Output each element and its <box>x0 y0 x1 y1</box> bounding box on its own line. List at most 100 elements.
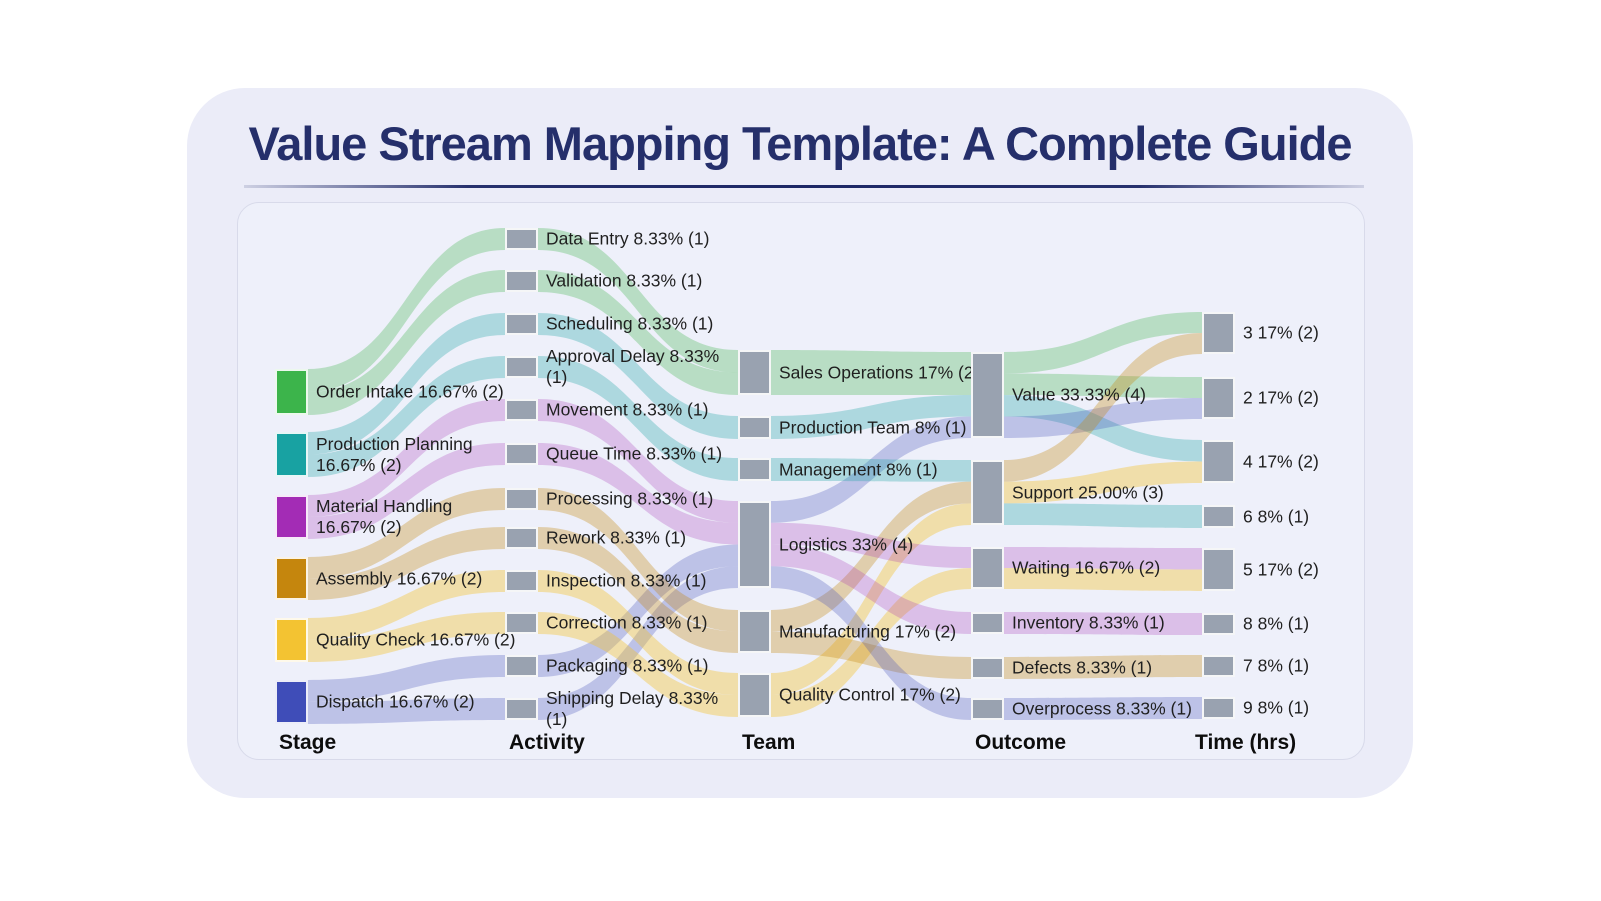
sankey-node-scheduling[interactable] <box>505 313 538 335</box>
sankey-node-label-t4: 4 17% (2) <box>1243 451 1319 471</box>
sankey-node-production-team[interactable] <box>738 416 771 439</box>
sankey-node-management[interactable] <box>738 458 771 481</box>
sankey-node-processing[interactable] <box>505 488 538 510</box>
sankey-link-validation-to-sales-operations <box>538 270 738 395</box>
sankey-node-quality-check[interactable] <box>275 618 308 662</box>
sankey-node-label-packaging: Packaging 8.33% (1) <box>546 655 709 676</box>
sankey-node-label-dispatch: Dispatch 16.67% (2) <box>316 691 475 712</box>
sankey-link-logistics-to-inventory <box>771 544 971 634</box>
sankey-node-t8[interactable] <box>1202 613 1235 635</box>
sankey-link-material-handling-to-queue-time <box>308 443 505 539</box>
sankey-node-t3[interactable] <box>1202 312 1235 354</box>
sankey-link-order-intake-to-data-entry <box>308 228 505 392</box>
sankey-node-label-inspection: Inspection 8.33% (1) <box>546 570 707 591</box>
sankey-node-data-entry[interactable] <box>505 228 538 250</box>
sankey-link-waiting-to-t5 <box>1004 547 1202 570</box>
sankey-node-label-quality-check: Quality Check 16.67% (2) <box>316 629 516 650</box>
sankey-link-logistics-to-waiting <box>771 522 971 568</box>
sankey-link-rework-to-manufacturing <box>538 527 738 653</box>
sankey-node-dispatch[interactable] <box>275 680 308 724</box>
sankey-link-data-entry-to-sales-operations <box>538 228 738 373</box>
page-title: Value Stream Mapping Template: A Complet… <box>248 117 1353 170</box>
sankey-node-label-waiting: Waiting 16.67% (2) <box>1012 557 1161 578</box>
column-header-stage: Stage <box>279 731 337 754</box>
sankey-node-material-handling[interactable] <box>275 495 308 539</box>
sankey-link-logistics-to-value <box>771 416 971 523</box>
sankey-link-inventory-to-t8 <box>1004 612 1202 635</box>
column-header-activity: Activity <box>509 731 585 754</box>
sankey-node-label-scheduling: Scheduling 8.33% (1) <box>546 313 714 334</box>
sankey-node-t5[interactable] <box>1202 548 1235 591</box>
sankey-link-quality-control-to-waiting <box>771 568 971 717</box>
sankey-link-correction-to-quality-control <box>538 612 738 717</box>
sankey-link-approval-delay-to-management <box>538 356 738 481</box>
sankey-link-support-to-t6 <box>1004 503 1202 528</box>
sankey-link-queue-time-to-logistics <box>538 443 738 545</box>
sankey-node-label-order-intake: Order Intake 16.67% (2) <box>316 381 504 402</box>
sankey-node-waiting[interactable] <box>971 547 1004 589</box>
sankey-node-label-t9: 9 8% (1) <box>1243 697 1310 718</box>
sankey-node-manufacturing[interactable] <box>738 610 771 653</box>
sankey-link-production-planning-to-approval-delay <box>308 356 505 477</box>
sankey-link-overprocess-to-t9 <box>1004 697 1202 720</box>
sankey-link-value-to-t2 <box>1004 398 1202 438</box>
column-header-outcome: Outcome <box>975 731 1067 754</box>
sankey-link-material-handling-to-movement <box>308 399 505 517</box>
sankey-node-label-assembly: Assembly 16.67% (2) <box>316 568 483 588</box>
sankey-link-dispatch-to-packaging <box>308 655 505 702</box>
sankey-node-t4[interactable] <box>1202 440 1235 483</box>
sankey-node-label-t5: 5 17% (2) <box>1243 559 1319 579</box>
sankey-node-label-manufacturing: Manufacturing 17% (2) <box>779 621 957 641</box>
sankey-node-label-quality-control: Quality Control 17% (2) <box>779 684 961 705</box>
sankey-node-rework[interactable] <box>505 527 538 549</box>
sankey-node-inventory[interactable] <box>971 612 1004 634</box>
sankey-node-logistics[interactable] <box>738 501 771 588</box>
sankey-link-production-team-to-value <box>771 395 971 439</box>
sankey-link-processing-to-manufacturing <box>538 488 738 632</box>
sankey-node-label-validation: Validation 8.33% (1) <box>546 270 703 291</box>
sankey-node-sales-operations[interactable] <box>738 350 771 395</box>
sankey-node-assembly[interactable] <box>275 557 308 600</box>
sankey-link-logistics-to-overprocess <box>771 566 971 720</box>
sankey-node-t7[interactable] <box>1202 655 1235 677</box>
sankey-node-overprocess[interactable] <box>971 698 1004 720</box>
sankey-node-label-rework: Rework 8.33% (1) <box>546 527 687 548</box>
sankey-node-label-t7: 7 8% (1) <box>1243 655 1310 676</box>
sankey-node-label-shipping-delay: Shipping Delay 8.33% (1) <box>546 688 719 729</box>
sankey-node-label-t6: 6 8% (1) <box>1243 506 1310 526</box>
sankey-node-t9[interactable] <box>1202 697 1235 719</box>
sankey-node-quality-control[interactable] <box>738 673 771 717</box>
sankey-link-value-to-t4 <box>1004 395 1202 462</box>
sankey-node-packaging[interactable] <box>505 655 538 677</box>
sankey-link-production-planning-to-scheduling <box>308 313 505 455</box>
sankey-node-value[interactable] <box>971 352 1004 438</box>
sankey-node-t2[interactable] <box>1202 377 1235 419</box>
sankey-link-manufacturing-to-defects <box>771 631 971 679</box>
sankey-link-waiting-to-t5 <box>1004 568 1202 591</box>
sankey-node-correction[interactable] <box>505 612 538 634</box>
sankey-node-queue-time[interactable] <box>505 443 538 465</box>
sankey-node-label-value: Value 33.33% (4) <box>1012 384 1146 405</box>
sankey-node-label-t8: 8 8% (1) <box>1243 613 1310 634</box>
sankey-node-t6[interactable] <box>1202 505 1235 528</box>
sankey-node-production-planning[interactable] <box>275 432 308 477</box>
sankey-node-label-sales-operations: Sales Operations 17% (2) <box>779 362 980 382</box>
sankey-node-shipping-delay[interactable] <box>505 698 538 720</box>
sankey-node-label-data-entry: Data Entry 8.33% (1) <box>546 228 710 249</box>
sankey-node-validation[interactable] <box>505 270 538 292</box>
sankey-node-order-intake[interactable] <box>275 369 308 415</box>
sankey-node-defects[interactable] <box>971 657 1004 679</box>
title-underline <box>244 185 1364 188</box>
sankey-node-support[interactable] <box>971 460 1004 525</box>
sankey-node-approval-delay[interactable] <box>505 356 538 378</box>
sankey-node-inspection[interactable] <box>505 570 538 592</box>
sankey-node-movement[interactable] <box>505 399 538 421</box>
sankey-link-dispatch-to-shipping-delay <box>308 698 505 724</box>
sankey-node-label-production-team: Production Team 8% (1) <box>779 417 967 437</box>
sankey-link-quality-check-to-inspection <box>308 570 505 640</box>
sankey-link-order-intake-to-validation <box>308 270 505 415</box>
